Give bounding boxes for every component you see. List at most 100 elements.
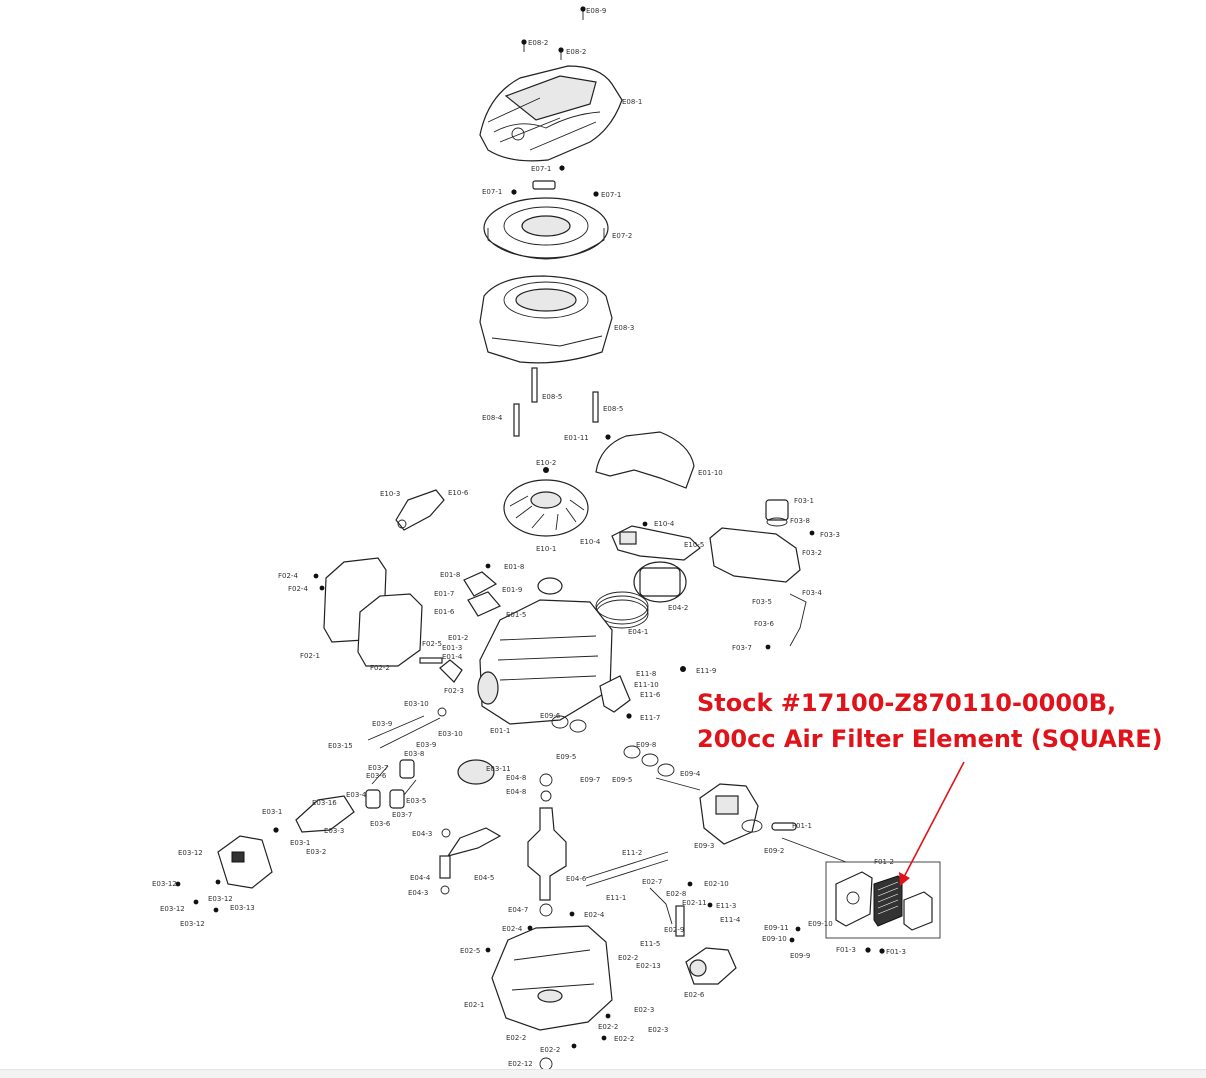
part-label: E10-4: [654, 520, 675, 528]
part-label: E02-12: [508, 1060, 533, 1068]
part-label: E03-6: [370, 820, 391, 828]
part-label: E02-11: [682, 899, 707, 907]
part-label: E02-13: [636, 962, 661, 970]
part-labels: E08-9 E08-2 E08-2 E08-1 E07-1 E07-1 E07-…: [152, 7, 906, 1068]
part-label: E04-3: [408, 889, 428, 897]
part-label: E02-4: [502, 925, 523, 933]
part-label: E03-1: [290, 839, 310, 847]
part-label: E07-1: [531, 165, 551, 173]
part-label: E11-5: [640, 940, 660, 948]
part-label: F03-2: [802, 549, 822, 557]
part-label: E01-1: [490, 727, 510, 735]
part-label: E03-6: [366, 772, 387, 780]
part-label: E09-9: [790, 952, 810, 960]
part-label: E09-10: [762, 935, 787, 943]
part-label: E07-2: [612, 232, 632, 240]
part-label: E02-6: [684, 991, 705, 999]
part-label: E08-5: [603, 405, 623, 413]
part-label: E01-9: [502, 586, 522, 594]
part-label: E03-4: [346, 791, 367, 799]
part-label: E09-10: [808, 920, 833, 928]
part-label: F03-1: [794, 497, 814, 505]
air-filter-assembly: [789, 861, 941, 954]
part-label: E10-1: [536, 545, 556, 553]
part-label: E04-7: [508, 906, 528, 914]
part-label: F03-5: [752, 598, 772, 606]
part-label: E04-2: [668, 604, 688, 612]
part-label: E02-2: [614, 1035, 634, 1043]
part-label: F01-1: [792, 822, 812, 830]
part-label: F02-4: [288, 585, 308, 593]
part-label: E07-1: [482, 188, 502, 196]
part-label: E03-1: [262, 808, 282, 816]
part-label: E09-7: [580, 776, 600, 784]
part-label: E09-5: [556, 753, 576, 761]
part-label: E03-8: [404, 750, 424, 758]
part-label: E04-8: [506, 788, 526, 796]
part-label: E04-8: [506, 774, 526, 782]
part-label: E02-9: [664, 926, 684, 934]
part-label: F02-4: [278, 572, 298, 580]
part-label: E11-6: [640, 691, 661, 699]
engine-block-group: [175, 599, 686, 913]
part-label: E04-3: [412, 830, 432, 838]
part-label: E03-7: [368, 764, 388, 772]
part-label: E08-5: [542, 393, 562, 401]
part-label: E08-3: [614, 324, 634, 332]
part-label: F02-2: [370, 664, 390, 672]
part-label: E02-3: [648, 1026, 668, 1034]
part-label: E04-6: [566, 875, 587, 883]
part-label: E03-13: [230, 904, 255, 912]
part-label: F03-7: [732, 644, 752, 652]
part-label: E03-11: [486, 765, 511, 773]
part-label: E02-1: [464, 1001, 484, 1009]
part-label: E01-10: [698, 469, 723, 477]
part-label: E02-4: [584, 911, 605, 919]
middle-components-group: [313, 431, 815, 667]
part-label: E11-2: [622, 849, 642, 857]
part-label: E02-8: [666, 890, 686, 898]
part-label: F02-3: [444, 687, 464, 695]
part-label: E10-4: [580, 538, 601, 546]
part-label: E11-1: [606, 894, 626, 902]
part-label: E09-4: [680, 770, 701, 778]
part-label: E01-6: [434, 608, 455, 616]
part-label: F03-4: [802, 589, 822, 597]
part-label: E02-7: [642, 878, 662, 886]
stock-callout: Stock #17100-Z870110-0000B, 200cc Air Fi…: [697, 685, 1197, 757]
part-label: E03-2: [306, 848, 326, 856]
part-label: E09-11: [764, 924, 789, 932]
part-label: E09-8: [636, 741, 656, 749]
part-label: E11-4: [720, 916, 741, 924]
part-label: F03-6: [754, 620, 774, 628]
part-label: E03-12: [180, 920, 205, 928]
part-label: E02-2: [506, 1034, 526, 1042]
part-label: E01-7: [434, 590, 454, 598]
part-label: F01-2: [874, 858, 894, 866]
part-label: E03-12: [178, 849, 203, 857]
part-label: E08-1: [622, 98, 642, 106]
crankshaft-carb-group: [439, 715, 847, 917]
part-label: E02-10: [704, 880, 729, 888]
part-label: F03-8: [790, 517, 810, 525]
part-label: E03-15: [328, 742, 353, 750]
part-label: E03-10: [438, 730, 463, 738]
part-label: E08-2: [528, 39, 548, 47]
part-label: E07-1: [601, 191, 621, 199]
part-label: E08-2: [566, 48, 586, 56]
part-label: E09-3: [694, 842, 714, 850]
part-label: E09-5: [612, 776, 632, 784]
part-label: E02-2: [618, 954, 638, 962]
crankcase-cover-group: [485, 881, 737, 1071]
part-label: E03-9: [372, 720, 392, 728]
bottom-edge-strip: [0, 1069, 1206, 1078]
part-label: E03-12: [152, 880, 177, 888]
part-label: F03-3: [820, 531, 840, 539]
part-label: E04-1: [628, 628, 648, 636]
part-label: E11-3: [716, 902, 736, 910]
part-label: E11-7: [640, 714, 660, 722]
part-label: E01-4: [442, 653, 463, 661]
part-label: E08-9: [586, 7, 606, 15]
part-label: E10-3: [380, 490, 400, 498]
part-label: E11-8: [636, 670, 656, 678]
